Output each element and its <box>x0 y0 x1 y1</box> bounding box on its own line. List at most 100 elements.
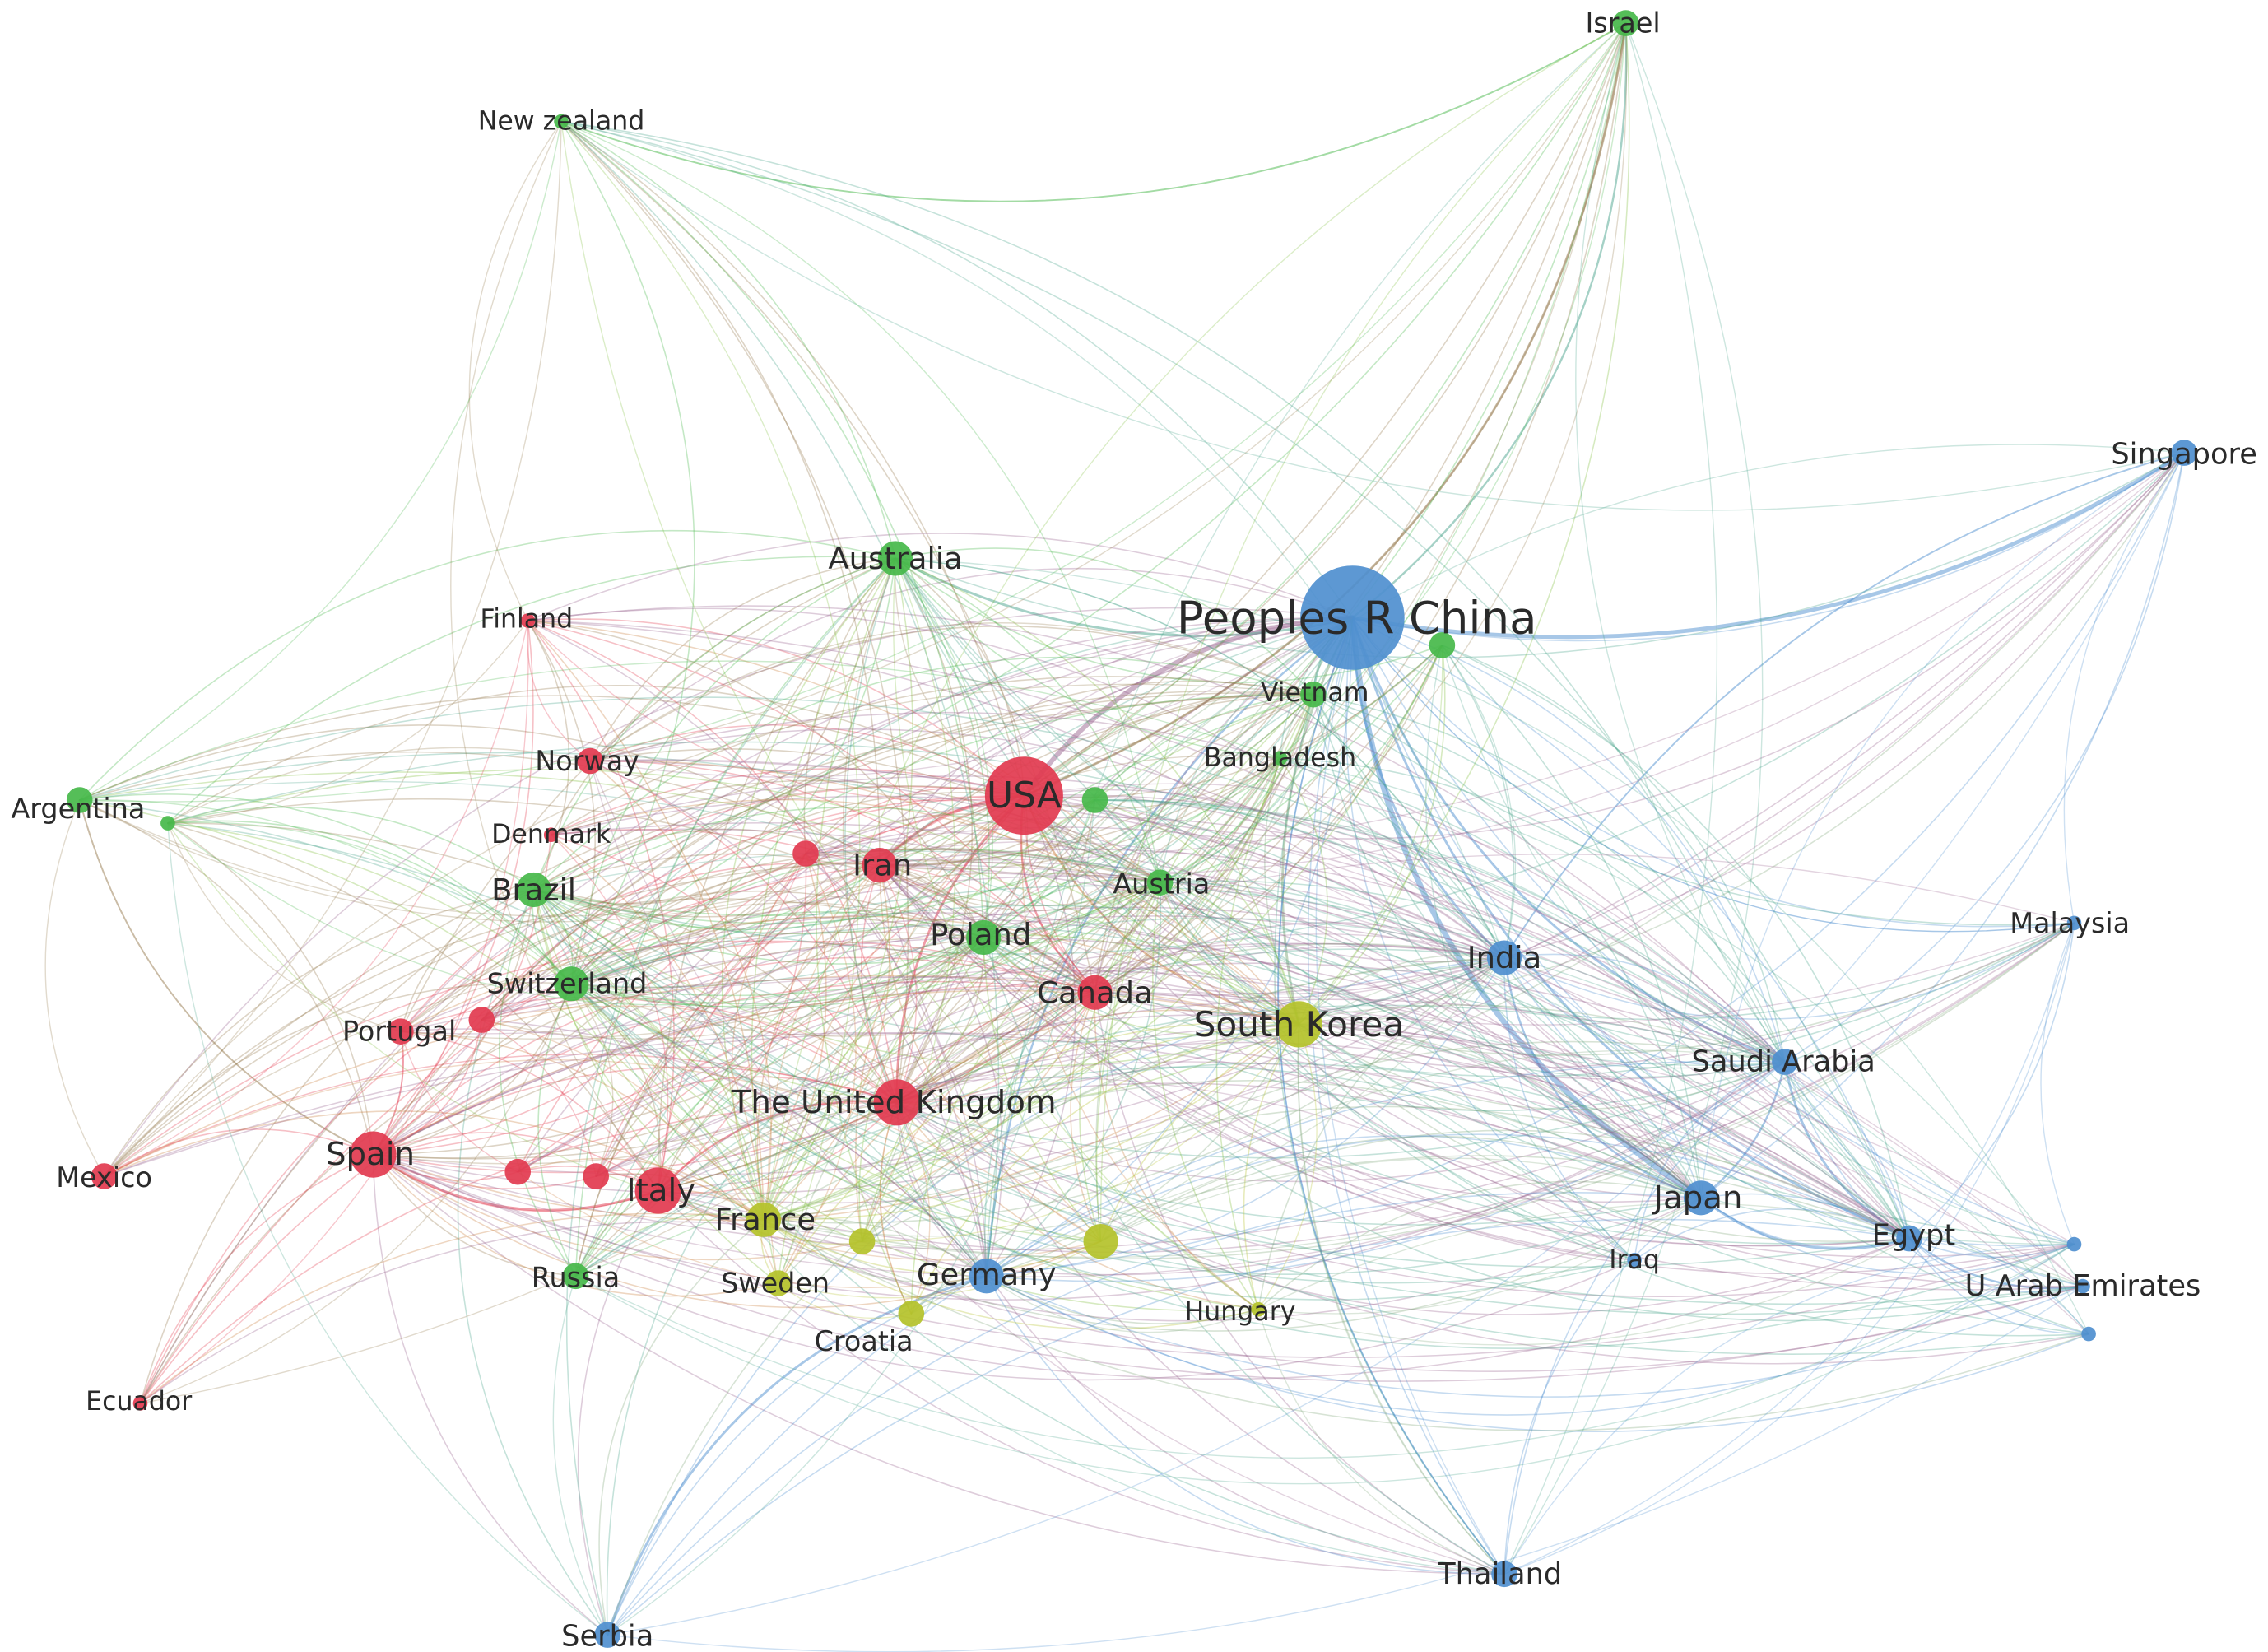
edge-china-y_unl2 <box>1095 617 1354 1242</box>
node-ecuador[interactable] <box>132 1396 148 1411</box>
edge-uk-r_unl3 <box>517 1076 898 1173</box>
node-r_unl1[interactable] <box>792 840 819 867</box>
edge-spain-g_unl1 <box>372 799 1096 1156</box>
node-australia[interactable] <box>877 541 913 576</box>
node-y_unl1[interactable] <box>848 1228 876 1254</box>
edge-poland-malaysia <box>983 922 2075 1077</box>
node-switzerland[interactable] <box>554 966 589 1002</box>
node-denmark[interactable] <box>543 827 559 842</box>
edge-canada-y_unl1 <box>861 992 1096 1242</box>
edge-vietnam-brazil <box>532 656 1314 891</box>
node-argentina[interactable] <box>66 787 93 813</box>
edge-southkorea-singapore <box>1298 452 2185 1026</box>
edge-poland-mexico <box>103 931 984 1177</box>
node-canada[interactable] <box>1077 975 1113 1010</box>
node-austria[interactable] <box>1146 869 1174 896</box>
edge-g_unl3-poland <box>167 822 984 1006</box>
node-uk[interactable] <box>873 1079 920 1126</box>
edge-india-uk <box>895 945 1505 1104</box>
edge-y_unl2-mexico <box>103 1059 1102 1242</box>
node-uae[interactable] <box>2075 1278 2090 1294</box>
edge-china-thailand <box>1277 617 1505 1575</box>
node-r_unl2[interactable] <box>468 1007 495 1033</box>
node-y_unl2[interactable] <box>1083 1224 1118 1259</box>
edge-switzerland-argentina <box>78 793 573 984</box>
label-saudi: Saudi Arabia <box>1692 1045 1875 1079</box>
node-brazil[interactable] <box>516 872 551 908</box>
edge-r_unl1-france <box>731 853 806 1221</box>
node-singapore[interactable] <box>2171 440 2197 466</box>
edge-japan-g_unl1 <box>1094 799 1702 1199</box>
node-croatia[interactable] <box>898 1301 925 1327</box>
edge-india-r_unl2 <box>481 840 1505 1021</box>
node-g_unl1[interactable] <box>1081 787 1108 813</box>
edge-china-r_unl3 <box>517 617 1354 1173</box>
node-newzealand[interactable] <box>554 114 569 129</box>
edge-japan-egypt <box>1699 1196 1911 1250</box>
edge-r_unl3-y_unl2 <box>517 1170 1102 1289</box>
edge-spain-r_unl4 <box>372 1153 597 1189</box>
edge-usa-newzealand <box>560 120 1025 797</box>
edge-southkorea-portugal <box>400 915 1300 1032</box>
node-spain[interactable] <box>350 1131 397 1178</box>
edge-italy-denmark <box>550 834 669 1192</box>
edge-austria-malaysia <box>1159 882 2075 1021</box>
edge-austria-y_unl1 <box>861 882 1161 1242</box>
edge-france-y_unl2 <box>763 1218 1102 1274</box>
node-portugal[interactable] <box>388 1018 414 1045</box>
node-saudi[interactable] <box>1772 1049 1798 1075</box>
node-usa[interactable] <box>984 756 1063 835</box>
node-thailand[interactable] <box>1491 1561 1517 1588</box>
edge-canada-brazil <box>532 853 1096 994</box>
node-israel[interactable] <box>1612 10 1639 36</box>
edge-india-russia <box>574 948 1505 1277</box>
edge-mexico-finland <box>103 620 529 1177</box>
node-b_unl2[interactable] <box>2081 1326 2096 1342</box>
node-italy[interactable] <box>634 1167 681 1214</box>
edge-austria-g_unl2 <box>1159 645 1443 883</box>
edge-brazil-r_unl1 <box>532 853 806 905</box>
edge-austria-spain <box>372 872 1161 1156</box>
node-iran[interactable] <box>862 848 897 883</box>
node-egypt[interactable] <box>1896 1225 1922 1252</box>
edge-egypt-china <box>1351 617 1910 1240</box>
node-g_unl2[interactable] <box>1429 632 1456 658</box>
node-france[interactable] <box>746 1202 782 1237</box>
node-india[interactable] <box>1486 940 1522 975</box>
edge-egypt-b_unl2 <box>1908 1237 2089 1335</box>
node-bangladesh[interactable] <box>1272 751 1288 766</box>
edge-uk-poland <box>895 937 985 1104</box>
edge-switzerland-bangladesh <box>570 757 1281 1005</box>
edge-france-serbia <box>598 1218 765 1636</box>
node-g_unl3[interactable] <box>160 816 175 831</box>
node-china[interactable] <box>1300 565 1405 670</box>
node-southkorea[interactable] <box>1276 1001 1322 1048</box>
edge-iran-france <box>756 864 881 1221</box>
node-hungary[interactable] <box>1251 1301 1266 1317</box>
edge-australia-sweden <box>751 557 896 1284</box>
node-russia[interactable] <box>562 1263 589 1290</box>
edge-germany-thailand <box>985 1275 1505 1575</box>
edge-austria-saudi <box>1159 882 1786 1066</box>
edge-china-portugal <box>400 617 1354 1032</box>
node-norway[interactable] <box>577 747 603 775</box>
node-r_unl3[interactable] <box>504 1158 531 1185</box>
node-germany[interactable] <box>969 1259 1004 1294</box>
edge-austria-mexico <box>103 859 1161 1177</box>
edge-france-brazil <box>532 889 765 1221</box>
node-mexico[interactable] <box>91 1163 118 1189</box>
node-sweden[interactable] <box>765 1270 792 1296</box>
node-b_unl1[interactable] <box>2066 1236 2082 1252</box>
node-iraq[interactable] <box>1627 1253 1642 1268</box>
node-japan[interactable] <box>1683 1180 1719 1216</box>
edge-china-japan <box>1350 615 1704 1201</box>
node-serbia[interactable] <box>594 1622 620 1648</box>
edge-newzealand-italy <box>450 120 659 1192</box>
edge-uk-croatia <box>879 1101 913 1315</box>
node-r_unl4[interactable] <box>583 1163 609 1189</box>
node-vietnam[interactable] <box>1300 681 1327 708</box>
node-poland[interactable] <box>966 919 1002 956</box>
node-malaysia[interactable] <box>2066 915 2082 931</box>
node-finland[interactable] <box>520 613 536 628</box>
edge-austria-norway <box>589 748 1161 883</box>
